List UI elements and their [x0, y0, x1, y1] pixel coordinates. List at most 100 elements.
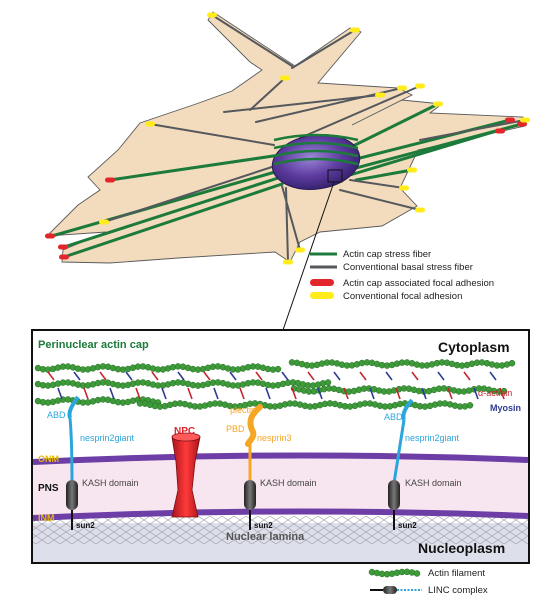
alpha-actinin	[395, 387, 401, 400]
onm-membrane	[32, 452, 529, 465]
conventional-focal-adhesion	[415, 207, 425, 213]
alpha-actinin	[343, 387, 349, 400]
myosin	[213, 387, 219, 400]
actin-cap-stress-fiber	[348, 128, 502, 177]
conventional-focal-adhesion	[207, 12, 217, 18]
myosin	[369, 387, 375, 400]
myosin	[57, 387, 63, 400]
myosin	[73, 371, 81, 381]
basal-stress-fiber	[291, 29, 356, 69]
detail-panel: Perinuclear actin cap Cytoplasm Nucleopl…	[31, 329, 530, 564]
basal-stress-fiber	[339, 189, 421, 211]
conventional-focal-adhesion	[520, 117, 530, 123]
cap-focal-adhesion	[59, 254, 69, 260]
legend-linc-swatch	[370, 586, 422, 594]
myosin	[421, 387, 427, 400]
legend-conv-adhesion-swatch	[310, 292, 334, 299]
myosin	[473, 387, 479, 400]
myosin	[229, 371, 237, 381]
conventional-focal-adhesion	[283, 259, 293, 265]
abd-left-label: ABD	[47, 410, 66, 420]
actin-filament	[34, 363, 282, 373]
zoom-line	[282, 181, 335, 331]
pbd-label: PBD	[226, 424, 245, 434]
basal-stress-fiber	[419, 119, 526, 141]
alpha-actinin	[99, 371, 107, 381]
actin-cap-stress-fiber	[343, 102, 440, 152]
conventional-focal-adhesion	[280, 75, 290, 81]
basal-stress-fiber	[285, 187, 289, 263]
cap-focal-adhesion	[517, 121, 527, 127]
nucleus-cap-fiber	[273, 133, 359, 142]
cap-focal-adhesion	[495, 128, 505, 134]
sun2-right-label: sun2	[398, 521, 417, 530]
actin-filament	[34, 379, 332, 389]
alpha-actinin	[83, 387, 89, 400]
kash-left-label: KASH domain	[82, 478, 139, 488]
inm-membrane	[32, 508, 529, 521]
bottom-legend: Actin filament LINC complex	[368, 568, 488, 596]
linc-left	[66, 395, 80, 530]
alpha-actinin	[255, 371, 263, 381]
basal-stress-fiber	[249, 77, 286, 111]
alpha-actinin	[239, 387, 245, 400]
alpha-actinin	[47, 371, 55, 381]
alpha-actinin	[447, 387, 453, 400]
panel-title: Perinuclear actin cap	[38, 339, 149, 351]
basal-stress-fiber	[349, 179, 405, 189]
alpha-actinin	[411, 371, 419, 381]
nesprin2giant-left-label: nesprin2giant	[80, 433, 135, 443]
nesprin3-label: nesprin3	[257, 433, 292, 443]
basal-stress-fiber	[211, 14, 293, 67]
actin-cap-stress-fiber	[62, 176, 280, 249]
cap-focal-adhesion	[58, 244, 68, 250]
alpha-actinin-label: α-actinin	[478, 388, 512, 398]
cap-focal-adhesion	[505, 117, 515, 123]
alpha-actinin	[359, 371, 367, 381]
npc-label: NPC	[174, 426, 195, 437]
legend-basal-fiber-label: Conventional basal stress fiber	[343, 262, 473, 273]
conventional-focal-adhesion	[99, 219, 109, 225]
nucleus-cap-fiber	[273, 149, 359, 158]
nucleoplasm-label: Nucleoplasm	[418, 540, 505, 556]
cytoplasm-label: Cytoplasm	[438, 339, 510, 355]
conventional-focal-adhesion	[295, 247, 305, 253]
actin-filament	[136, 400, 474, 410]
basal-stress-fiber	[103, 164, 279, 223]
myosin	[281, 371, 289, 381]
cap-focal-adhesion	[45, 233, 55, 239]
plectin-label: plectin	[230, 405, 256, 415]
sun2-left-label: sun2	[76, 521, 95, 530]
conventional-focal-adhesion	[433, 101, 443, 107]
conventional-focal-adhesion	[399, 185, 409, 191]
nucleus	[271, 133, 361, 190]
nucleus-cap-fiber	[273, 141, 359, 150]
nesprin2giant-right-label: nesprin2giant	[405, 433, 460, 443]
alpha-actinin	[135, 387, 141, 400]
kash-right-label: KASH domain	[405, 478, 462, 488]
actin-cap-stress-fiber	[62, 182, 284, 259]
nuclear-lamina-mesh	[33, 516, 528, 544]
abd-right-label: ABD	[384, 412, 403, 422]
sun2-middle-label: sun2	[254, 521, 273, 530]
inm-label: INM	[38, 513, 55, 523]
alpha-actinin	[187, 387, 193, 400]
alpha-actinin	[307, 371, 315, 381]
linc-right	[388, 398, 414, 530]
onm-label: ONM	[38, 454, 59, 464]
alpha-actinin	[499, 387, 505, 400]
linc-middle	[244, 404, 263, 530]
myosin	[109, 387, 115, 400]
myosin	[161, 387, 167, 400]
basal-stress-fiber	[299, 85, 421, 139]
basal-stress-fiber	[281, 185, 301, 251]
legend-actin-filament-swatch	[368, 568, 421, 578]
legend-cap-fiber-label: Actin cap stress fiber	[343, 249, 431, 260]
conventional-focal-adhesion	[350, 27, 360, 33]
legend-linc-label: LINC complex	[428, 585, 488, 596]
nuclear-lamina-label: Nuclear lamina	[226, 531, 305, 543]
actin-cap-stress-fiber	[350, 118, 512, 162]
legend-conv-adhesion-label: Conventional focal adhesion	[343, 291, 462, 302]
top-legend: Actin cap stress fiber Conventional basa…	[310, 249, 494, 302]
